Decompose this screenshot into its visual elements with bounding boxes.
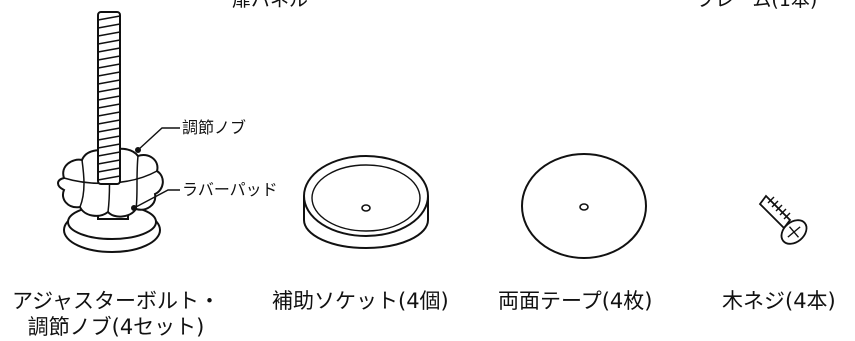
frame-label: フレーム(1本)	[696, 0, 818, 11]
socket-illustration	[303, 155, 429, 249]
part-caption-adjuster-line2: 調節ノブ(4セット)	[27, 315, 205, 339]
part-caption-adjuster: アジャスターボルト・ 調節ノブ(4セット)	[6, 288, 226, 340]
part-caption-socket: 補助ソケット(4個)	[272, 289, 449, 313]
door-panel-label: 扉パネル	[232, 0, 309, 11]
adjuster-bolt-illustration	[57, 11, 180, 253]
wood-screw-illustration	[758, 194, 808, 245]
part-caption-tape: 両面テープ(4枚)	[498, 289, 653, 313]
part-caption-screw: 木ネジ(4本)	[722, 289, 836, 313]
tape-illustration	[521, 153, 647, 259]
part-caption-adjuster-line1: アジャスターボルト・	[11, 289, 221, 313]
knob-callout: 調節ノブ	[182, 118, 247, 137]
pad-callout: ラバーパッド	[182, 180, 278, 199]
